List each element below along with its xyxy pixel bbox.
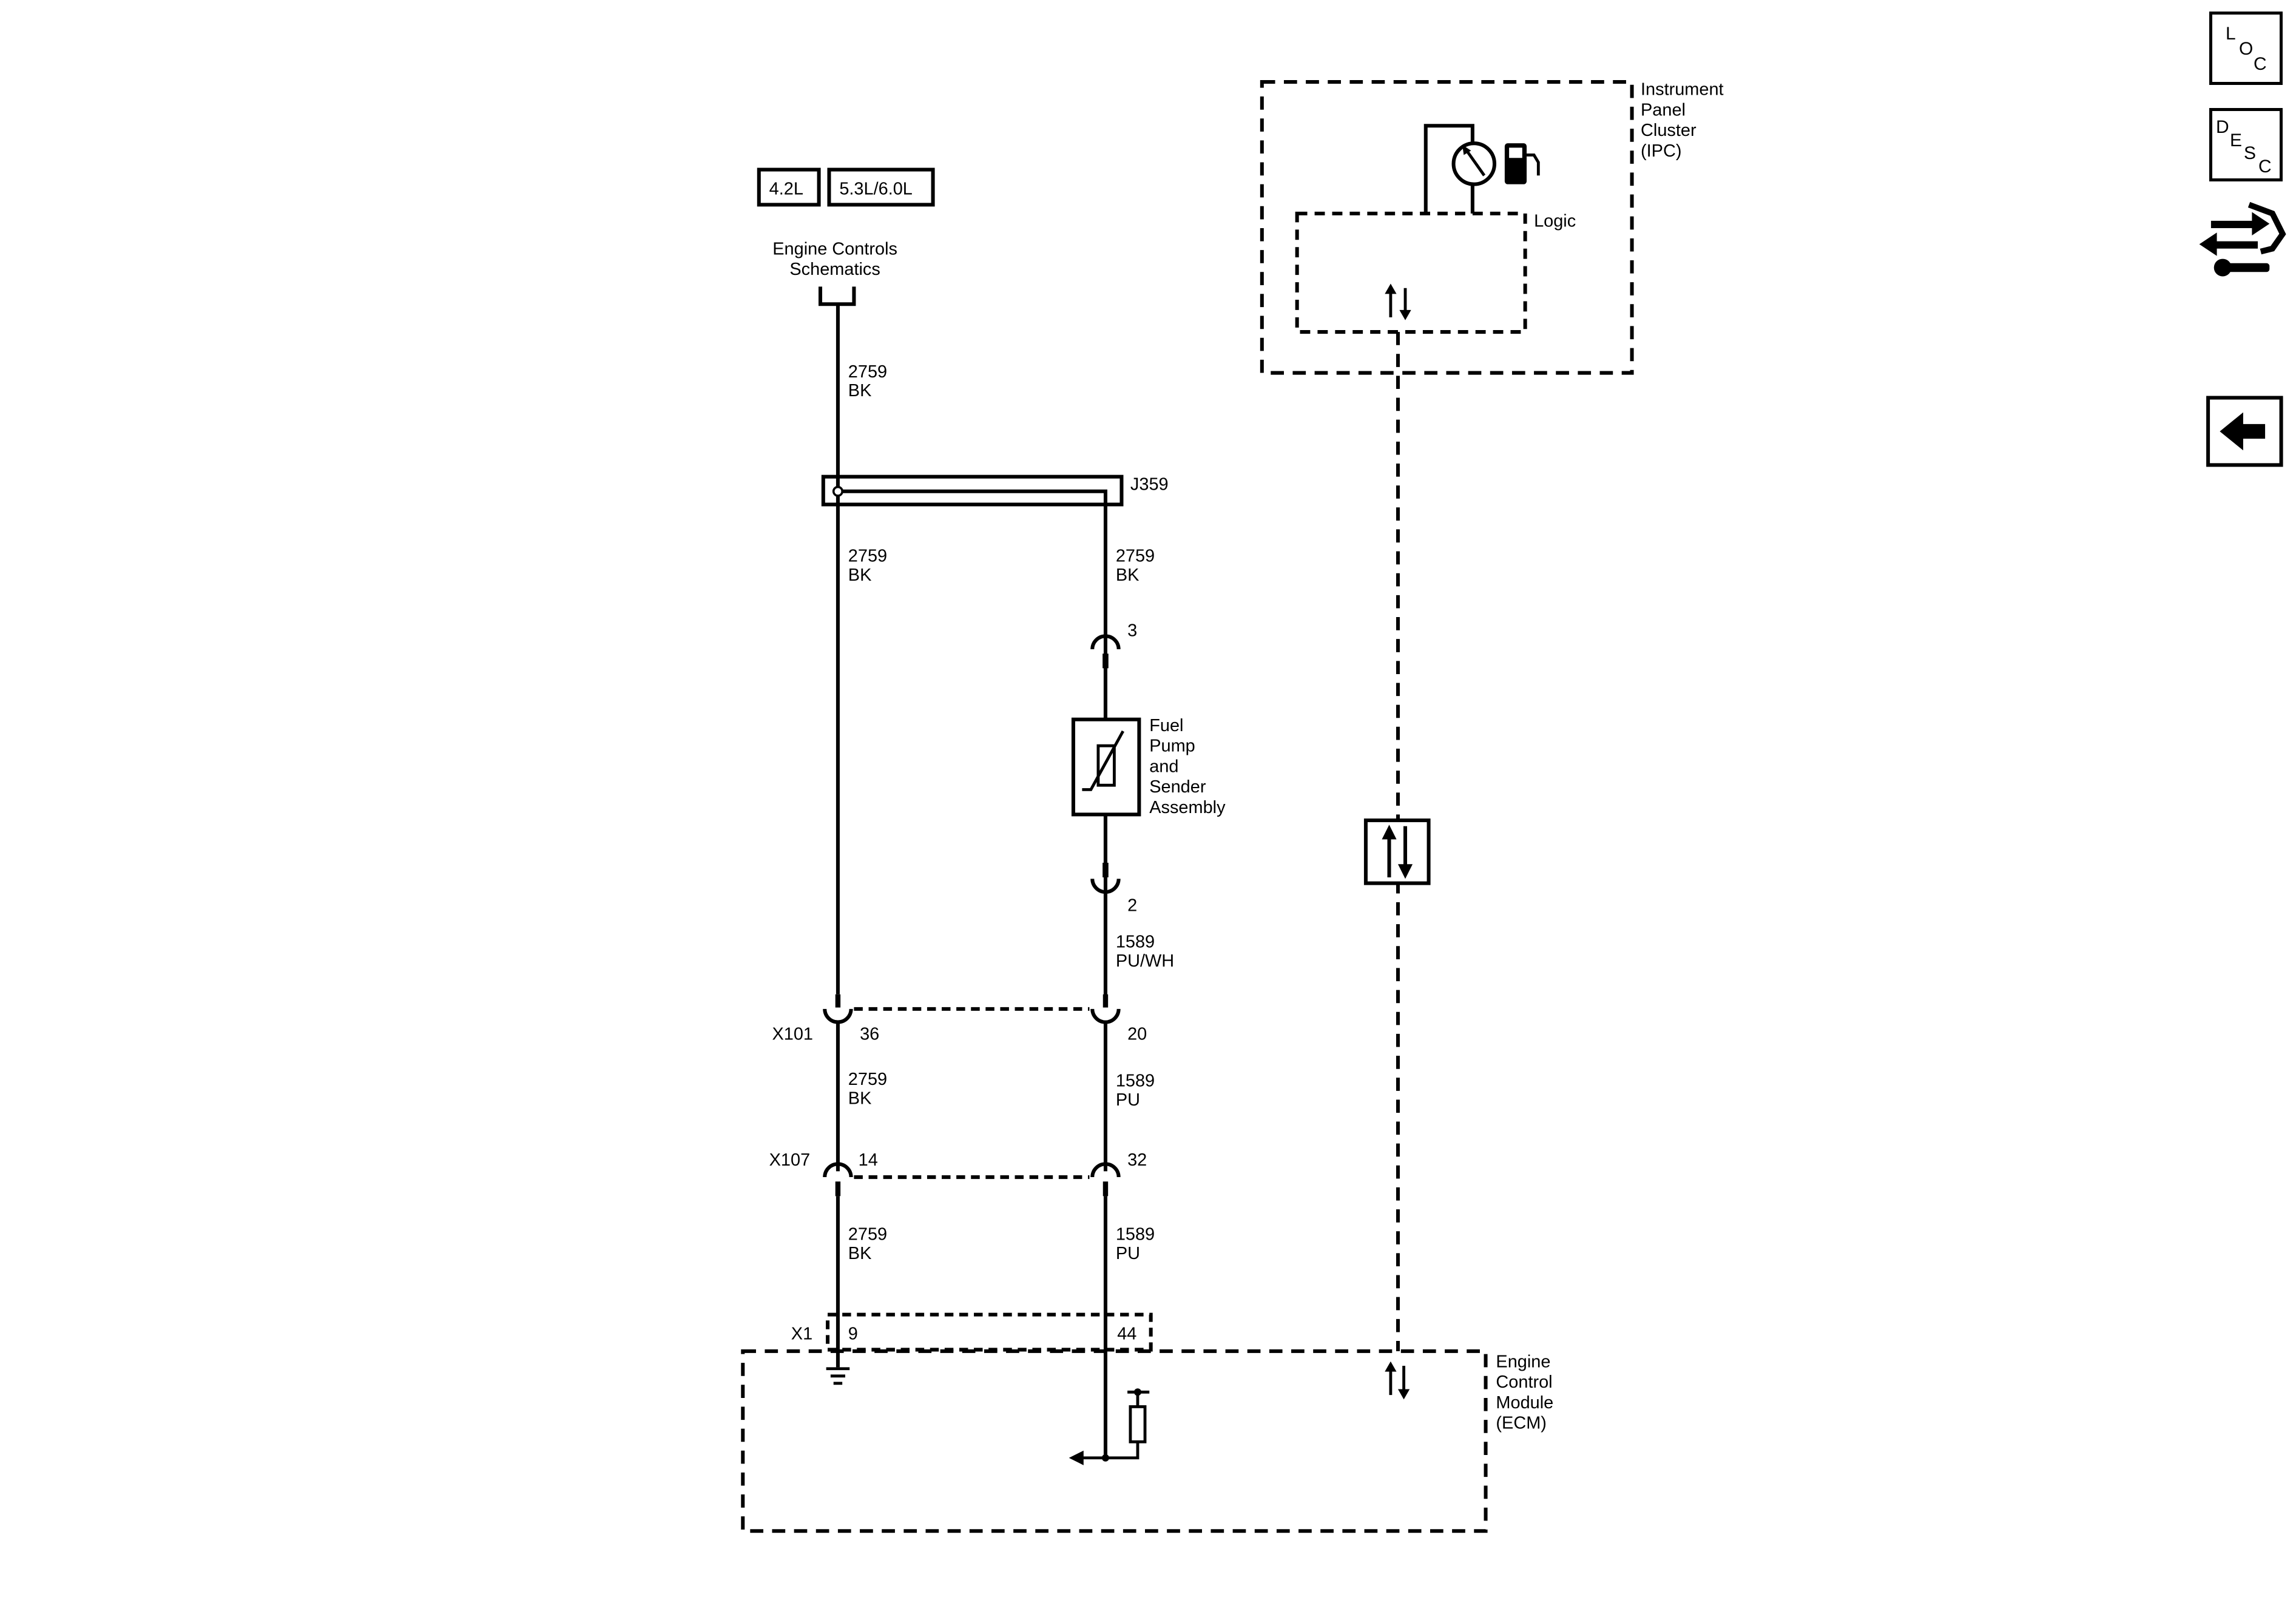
variant-tag-5-3l-6-0l[interactable]: [827, 167, 935, 207]
engine-controls-link-line2[interactable]: Schematics: [789, 260, 880, 279]
pull-up-resistor-icon: [1069, 1388, 1150, 1465]
page-reference-bracket: [818, 286, 856, 306]
description-letter-c: C: [2258, 157, 2272, 177]
wire-label-ground-right-circuit: 2759: [1116, 546, 1155, 565]
wire-label-ground-low-color: BK: [848, 1244, 872, 1263]
engine-controls-link-line1[interactable]: Engine Controls: [772, 239, 897, 258]
ecm-pin-44: 44: [1117, 1325, 1136, 1344]
fuel-gauge-icon: [1451, 141, 1497, 186]
fuel-sender-pin-top: 3: [1127, 621, 1137, 640]
splice-label: J359: [1130, 474, 1169, 494]
ecm-connector-name: X1: [791, 1325, 812, 1344]
wire-label-signal-mid-circuit: 1589: [1116, 1072, 1155, 1091]
wire-label-ground-right-color: BK: [1116, 565, 1140, 585]
variant-tag-5-3l-6-0l-label: 5.3L/6.0L: [839, 180, 913, 199]
wire-label-signal-mid-color: PU: [1116, 1090, 1140, 1110]
variable-resistor-icon: [1096, 744, 1116, 787]
ecm-serial-arrows-icon: [1385, 1361, 1410, 1400]
connector-x107-name: X107: [769, 1150, 811, 1170]
wire-label-ground-mid-color: BK: [848, 1089, 872, 1109]
fuel-sender-pin-bottom: 2: [1127, 896, 1137, 915]
wire-label-signal-sender-color: PU/WH: [1116, 951, 1174, 971]
ipc-label-line4: (IPC): [1641, 141, 1681, 161]
wire-label-ground-top-color: BK: [848, 381, 872, 400]
connector-x107-right-pin: 32: [1127, 1150, 1147, 1170]
connector-x107-left-pin: 14: [859, 1150, 878, 1170]
serial-data-symbol[interactable]: [1363, 818, 1431, 885]
variant-tag-4-2l[interactable]: [757, 167, 821, 207]
fuel-sender-label-line3: and: [1149, 757, 1178, 776]
connector-x107[interactable]: [823, 1162, 1121, 1197]
ecm-module[interactable]: [741, 1349, 1488, 1533]
gauge-wiring: [1423, 124, 1474, 214]
wire-label-ground-mid-circuit: 2759: [848, 1070, 887, 1089]
wire-label-ground-left-circuit: 2759: [848, 546, 887, 565]
description-letter-s: S: [2244, 143, 2257, 163]
wire-label-ground-left-color: BK: [848, 565, 872, 585]
description-button[interactable]: D E S C: [2209, 108, 2283, 181]
description-letter-d: D: [2216, 117, 2229, 137]
description-letter-e: E: [2230, 130, 2243, 150]
splice-pack-j359[interactable]: [821, 474, 1124, 507]
ipc-logic-block: [1295, 211, 1527, 334]
wire-label-ground-top-circuit: 2759: [848, 362, 887, 382]
ecm-label-line1: Engine: [1496, 1352, 1550, 1371]
back-arrow-icon[interactable]: [2206, 396, 2283, 467]
wire-label-ground-low-circuit: 2759: [848, 1225, 887, 1244]
ecm-connector-x1[interactable]: [826, 1312, 1153, 1352]
ipc-logic-label: Logic: [1534, 212, 1576, 231]
ecm-label-line4: (ECM): [1496, 1414, 1547, 1433]
wire-label-signal-low-circuit: 1589: [1116, 1225, 1155, 1244]
fuel-sender-label-line4: Sender: [1149, 777, 1206, 797]
ipc-serial-arrows-icon: [1385, 283, 1411, 320]
fuel-sender-box[interactable]: [1071, 717, 1141, 817]
variable-resistor-arrow: [1082, 730, 1124, 791]
location-letter-c: C: [2254, 54, 2267, 74]
ecm-label-line2: Control: [1496, 1372, 1552, 1392]
fuel-pump-icon: [1504, 143, 1540, 184]
ecm-pin-9: 9: [848, 1325, 858, 1344]
ipc-label-line3: Cluster: [1641, 121, 1697, 140]
bidirectional-arrows-icon: [1382, 825, 1413, 879]
connector-x101-left-pin: 36: [860, 1025, 879, 1044]
wire-label-signal-sender-circuit: 1589: [1116, 933, 1155, 952]
ecm-label-line3: Module: [1496, 1393, 1553, 1413]
ipc-label-line1: Instrument: [1641, 80, 1724, 100]
ground-icon: [826, 1367, 850, 1385]
connector-x101-right-pin: 20: [1127, 1025, 1147, 1044]
wire-label-signal-low-color: PU: [1116, 1244, 1140, 1263]
ipc-module[interactable]: [1260, 79, 1634, 375]
fuel-sender-label-line1: Fuel: [1149, 716, 1183, 735]
connector-repair-icon[interactable]: [2199, 201, 2286, 277]
location-letter-o: O: [2239, 39, 2254, 59]
splice-bar: [837, 489, 1107, 1001]
fuel-sender-label-line5: Assembly: [1149, 798, 1226, 817]
ipc-label-line2: Panel: [1641, 100, 1686, 120]
fuel-sender-connector-top: [1090, 634, 1121, 669]
splice-node: [832, 485, 843, 497]
location-letter-l: L: [2226, 24, 2236, 44]
fuel-sender-label-line2: Pump: [1149, 737, 1195, 756]
connector-x101-name: X101: [772, 1025, 813, 1044]
connector-x101[interactable]: [823, 994, 1121, 1024]
location-button[interactable]: L O C: [2209, 12, 2283, 85]
variant-tag-4-2l-label: 4.2L: [769, 180, 803, 199]
